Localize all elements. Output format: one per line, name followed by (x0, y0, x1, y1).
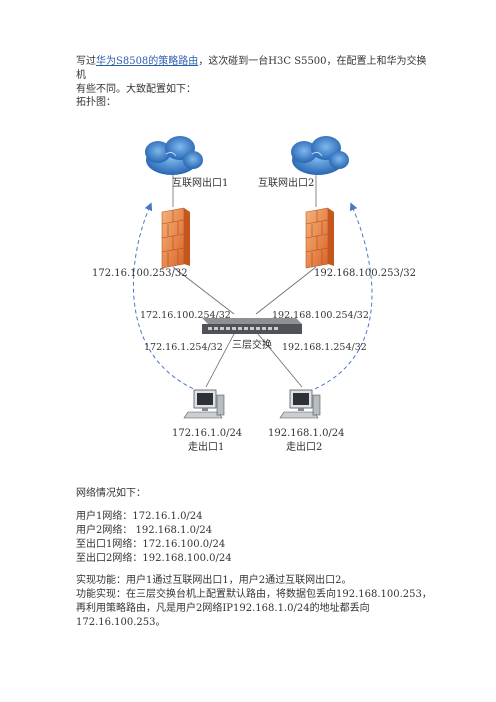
cloud-2-label: 互联网出口2 (258, 176, 314, 189)
firewall-1-icon (161, 207, 190, 269)
pc-user1-network: 172.16.1.0/24 (172, 428, 242, 439)
network-heading: 网络情况如下： (76, 488, 146, 499)
network-line-exit1: 至出口1网络：172.16.100.0/24 (76, 539, 226, 550)
switch-label: 三层交换 (232, 338, 272, 351)
internet-cloud-2-icon (291, 136, 349, 175)
goal-paragraph: 实现功能：用户1通过互联网出口1，用户2通过互联网出口2。 (76, 575, 352, 586)
intro-pre: 写过 (76, 56, 96, 67)
path-arrow-user1 (132, 202, 207, 395)
cloud-1-label: 互联网出口1 (172, 176, 228, 189)
firewall-1-ip: 172.16.100.253/32 (92, 268, 188, 279)
network-line-exit2: 至出口2网络：192.168.100.0/24 (76, 553, 232, 564)
pc-user1-icon (183, 389, 225, 419)
link-lines (172, 174, 317, 388)
internet-cloud-1-icon (145, 136, 203, 175)
pc-user2-exit: 走出口2 (286, 440, 322, 453)
network-topology-diagram: 互联网出口1 互联网出口2 172.16.100.253/32 192.168.… (92, 136, 416, 453)
network-line-user2: 用户2网络： 192.168.1.0/24 (76, 525, 213, 536)
pc-user2-icon (279, 389, 321, 419)
pc-user2-network: 192.168.1.0/24 (268, 428, 345, 439)
switch-ip-bottom-left: 172.16.1.254/32 (144, 342, 223, 353)
switch-ip-top-left: 172.16.100.254/32 (140, 310, 231, 321)
topology-heading: 拓扑图： (76, 97, 116, 108)
switch-ip-top-right: 192.168.100.254/32 (272, 310, 369, 321)
impl-line-1: 功能实现：在三层交换台机上配置默认路由，将数据包丢向192.168.100.25… (76, 589, 432, 600)
network-line-user1: 用户1网络：172.16.1.0/24 (76, 511, 203, 522)
pc-user1-exit: 走出口1 (188, 440, 224, 453)
s8508-policy-route-link[interactable]: 华为S8508的策略路由 (96, 56, 199, 67)
path-arrow-user2 (301, 202, 373, 395)
firewall-2-icon (305, 207, 334, 269)
switch-ip-bottom-right: 192.168.1.254/32 (282, 342, 367, 353)
layer3-switch-icon (202, 318, 302, 334)
intro-post-2: 有些不同。大致配置如下： (76, 84, 196, 95)
impl-line-2: 再利用策略路由，凡是用户2网络IP192.168.1.0/24的地址都丢向 (76, 603, 370, 614)
impl-line-3: 172.16.100.253。 (76, 617, 166, 628)
intro-paragraph: 写过华为S8508的策略路由，这次碰到一台H3C S5500，在配置上和华为交换… (76, 55, 436, 97)
intro-post: ，这次碰到一台H3C S5500，在配置上和华为交换机 (76, 56, 427, 81)
firewall-2-ip: 192.168.100.253/32 (314, 268, 416, 279)
